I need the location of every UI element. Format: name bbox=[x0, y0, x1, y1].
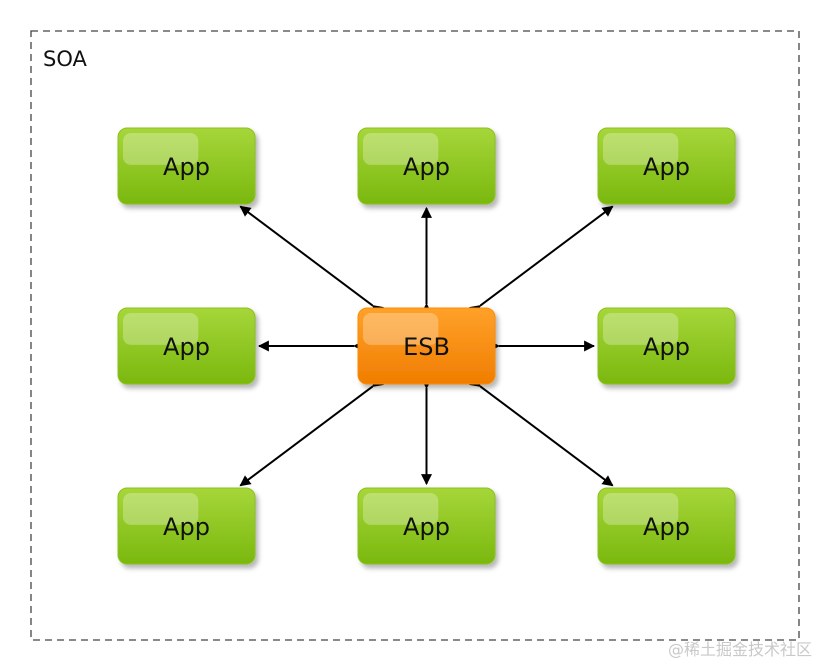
app-top-left-gloss bbox=[123, 133, 199, 165]
watermark: @稀土掘金技术社区 bbox=[667, 640, 812, 659]
app-middle-left-gloss bbox=[123, 313, 199, 345]
app-bottom-left-label: App bbox=[163, 513, 210, 541]
app-bottom-left-box bbox=[117, 487, 256, 565]
app-top-left-box bbox=[117, 127, 256, 205]
app-top-right: App bbox=[597, 127, 736, 205]
app-middle-right: App bbox=[597, 307, 736, 385]
app-bottom-right: App bbox=[597, 487, 736, 565]
app-top-right-gloss bbox=[603, 133, 679, 165]
app-bottom-right-label: App bbox=[643, 513, 690, 541]
connector-esb-app-bottom-right bbox=[469, 376, 614, 487]
esb-node: ESB bbox=[357, 307, 496, 385]
soa-boundary bbox=[30, 30, 800, 641]
app-middle-left-label: App bbox=[163, 333, 210, 361]
app-middle-left: App bbox=[117, 307, 256, 385]
connections bbox=[239, 205, 614, 487]
app-top-right-box bbox=[597, 127, 736, 205]
app-bottom-center-box bbox=[357, 487, 496, 565]
esb-node-box bbox=[357, 307, 496, 385]
app-bottom-center-gloss bbox=[363, 493, 439, 525]
app-bottom-right-gloss bbox=[603, 493, 679, 525]
app-top-right-label: App bbox=[643, 153, 690, 181]
app-middle-right-gloss bbox=[603, 313, 679, 345]
app-bottom-center-label: App bbox=[403, 513, 450, 541]
app-middle-left-box bbox=[117, 307, 256, 385]
soa-title: SOA bbox=[43, 47, 87, 71]
app-bottom-right-box bbox=[597, 487, 736, 565]
app-top-center-gloss bbox=[363, 133, 439, 165]
connector-esb-app-bottom-left bbox=[239, 376, 384, 487]
connector-esb-app-top-left bbox=[239, 205, 384, 316]
app-top-center-box bbox=[357, 127, 496, 205]
app-bottom-left-gloss bbox=[123, 493, 199, 525]
app-bottom-left: App bbox=[117, 487, 256, 565]
esb-node-label: ESB bbox=[403, 333, 450, 361]
app-top-center-label: App bbox=[403, 153, 450, 181]
app-top-center: App bbox=[357, 127, 496, 205]
app-top-left-label: App bbox=[163, 153, 210, 181]
app-middle-right-label: App bbox=[643, 333, 690, 361]
app-middle-right-box bbox=[597, 307, 736, 385]
connector-esb-app-top-right bbox=[469, 205, 614, 316]
esb-node-gloss bbox=[363, 313, 439, 345]
app-top-left: App bbox=[117, 127, 256, 205]
app-bottom-center: App bbox=[357, 487, 496, 565]
